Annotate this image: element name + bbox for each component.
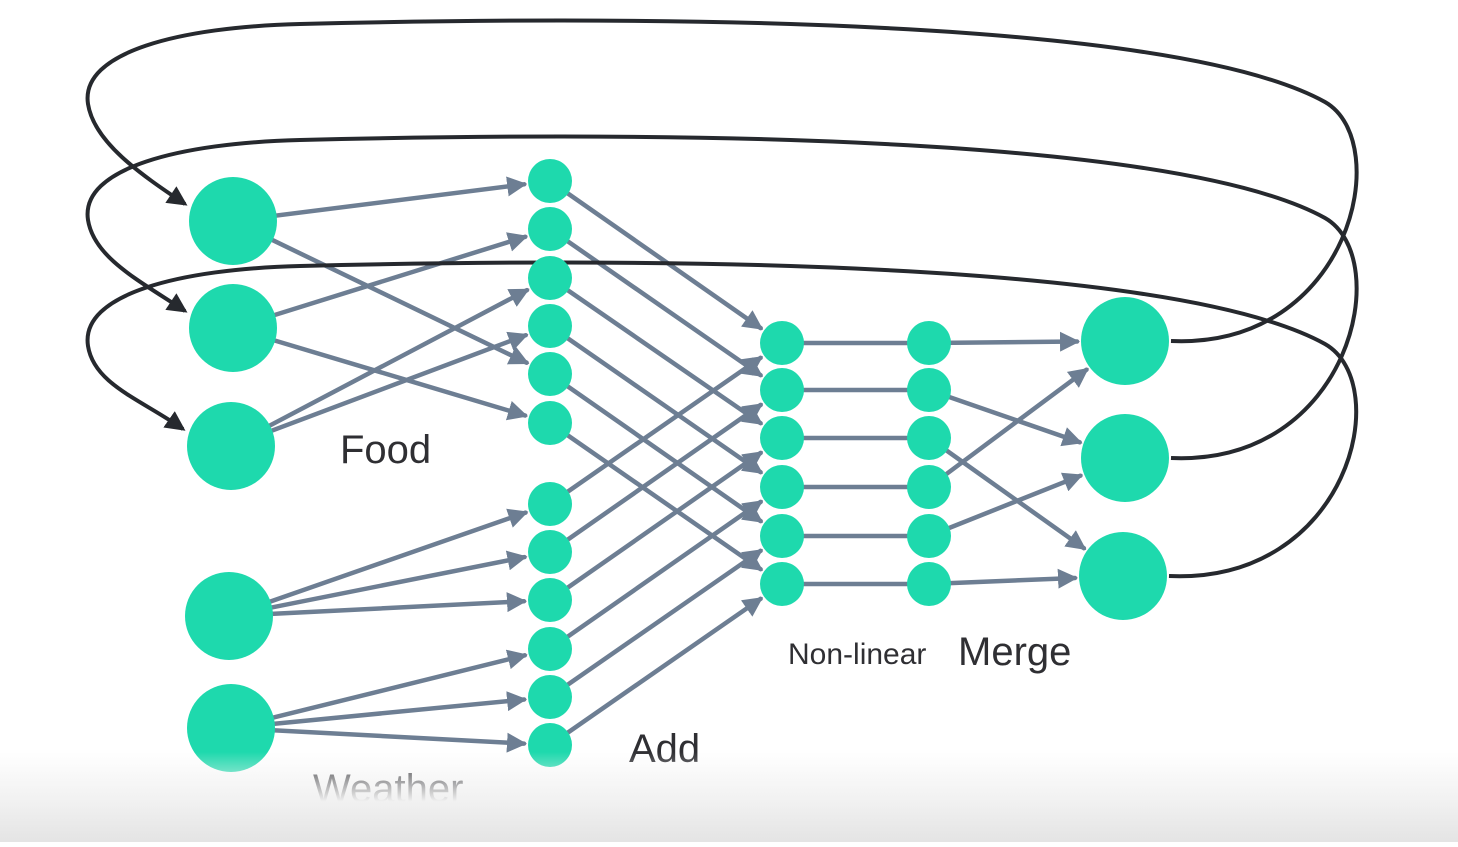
add-node xyxy=(528,627,572,671)
edge-add-nonlinear xyxy=(547,275,764,426)
edge-add-nonlinear xyxy=(547,596,764,748)
edge-food-add xyxy=(230,218,530,365)
edge-add-nonlinear xyxy=(547,178,764,331)
food-label: Food xyxy=(340,428,431,472)
edge-weather-add xyxy=(226,550,528,619)
food-input-node xyxy=(187,402,275,490)
weather-input-node xyxy=(187,684,275,772)
food-input-node xyxy=(189,177,277,265)
nonlinear-node xyxy=(760,321,804,365)
nodes-layer xyxy=(185,159,1169,772)
add-node xyxy=(528,304,572,348)
edge-weather-add xyxy=(228,649,528,731)
output-node xyxy=(1081,414,1169,502)
add-node xyxy=(528,578,572,622)
edge-merge-output xyxy=(926,435,1087,551)
feedback-loop-2 xyxy=(85,134,1359,461)
edge-add-nonlinear xyxy=(547,499,764,652)
edge-add-nonlinear xyxy=(547,355,764,507)
merge-label: Merge xyxy=(958,630,1071,674)
edge-food-add xyxy=(230,176,528,224)
add-node xyxy=(528,352,572,396)
edge-merge-output xyxy=(926,568,1078,589)
edge-add-nonlinear xyxy=(547,548,764,700)
edge-merge-output xyxy=(926,387,1083,447)
output-node xyxy=(1079,532,1167,620)
merge-layer-node xyxy=(907,368,951,412)
edge-food-add xyxy=(228,287,530,449)
nonlinear-node xyxy=(760,562,804,606)
merge-layer-node xyxy=(907,514,951,558)
add-node xyxy=(528,207,572,251)
edge-add-nonlinear xyxy=(547,371,764,524)
add-node xyxy=(528,256,572,300)
edge-food-add xyxy=(230,325,528,421)
edges-layer xyxy=(226,176,1089,753)
add-node xyxy=(528,159,572,203)
add-label: Add xyxy=(629,727,700,771)
feedback-loops-layer xyxy=(85,18,1359,579)
add-node xyxy=(528,530,572,574)
weather-input-node xyxy=(185,572,273,660)
edge-add-nonlinear xyxy=(547,420,764,572)
nonlinear-node xyxy=(760,416,804,460)
feedback-loop-3 xyxy=(85,260,1359,579)
feedback-loop-1 xyxy=(85,18,1359,344)
edge-merge-output xyxy=(926,331,1080,352)
add-node xyxy=(528,401,572,445)
edge-weather-add xyxy=(226,592,527,619)
merge-layer-node xyxy=(907,321,951,365)
add-node xyxy=(528,675,572,719)
edge-weather-add xyxy=(228,725,527,753)
nonlinear-node xyxy=(760,465,804,509)
add-node xyxy=(528,482,572,526)
edge-add-nonlinear xyxy=(547,323,764,475)
output-node xyxy=(1081,297,1169,385)
add-node xyxy=(528,723,572,767)
edge-add-nonlinear xyxy=(547,402,764,555)
merge-layer-node xyxy=(907,416,951,460)
food-input-node xyxy=(189,284,277,372)
nonlinear-label: Non-linear xyxy=(788,638,926,671)
edge-add-nonlinear xyxy=(547,450,764,603)
edge-merge-output xyxy=(926,472,1084,539)
edge-add-nonlinear xyxy=(547,226,764,378)
merge-layer-node xyxy=(907,562,951,606)
weather-label: Weather xyxy=(313,767,463,811)
edge-merge-output xyxy=(926,367,1089,490)
nonlinear-node xyxy=(760,514,804,558)
merge-layer-node xyxy=(907,465,951,509)
edge-food-add xyxy=(228,331,529,449)
edge-food-add xyxy=(230,232,529,331)
edge-weather-add xyxy=(228,691,528,731)
edge-weather-add xyxy=(226,508,529,619)
nonlinear-node xyxy=(760,368,804,412)
